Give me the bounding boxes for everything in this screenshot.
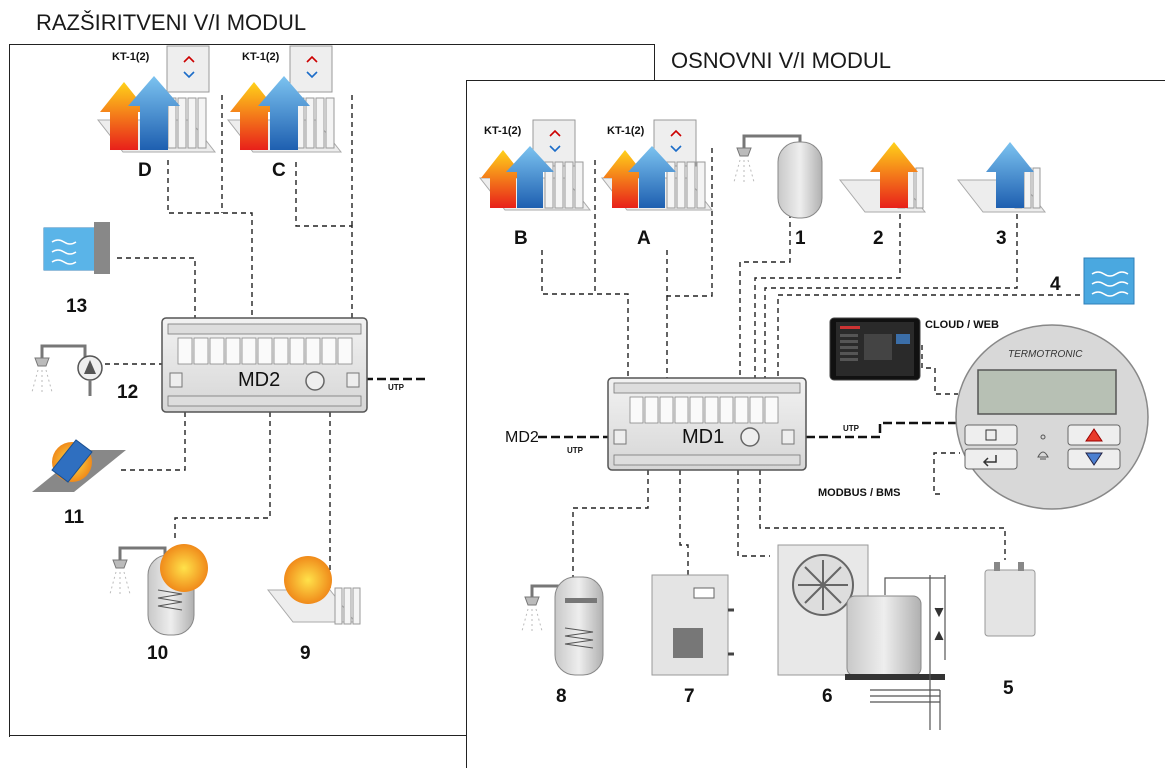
termotronic-brand: TERMOTRONIC xyxy=(1008,349,1083,360)
zone-label-c: C xyxy=(272,160,286,181)
utp-label-md1-right: UTP xyxy=(843,424,859,433)
item-label-12: 12 xyxy=(117,382,139,403)
utp-label-md1-left: UTP xyxy=(567,446,583,455)
extended-module-frame-bottom xyxy=(9,735,467,736)
cloud-web-label: CLOUD / WEB xyxy=(925,319,999,331)
item-label-3: 3 xyxy=(996,228,1007,249)
item-label-13: 13 xyxy=(66,296,88,317)
extended-module-title: RAZŠIRITVENI V/I MODUL xyxy=(36,10,307,35)
md1-controller xyxy=(607,377,807,471)
termotronic-panel-shape xyxy=(955,324,1149,510)
basic-module-frame xyxy=(466,80,1165,768)
thermostat-label-a: KT-1(2) xyxy=(607,125,645,137)
extended-module-frame-rightside xyxy=(654,44,655,80)
basic-module-title: OSNOVNI V/I MODUL xyxy=(671,48,892,73)
md2-label: MD2 xyxy=(238,369,281,391)
item-label-6: 6 xyxy=(822,686,833,707)
item-label-2: 2 xyxy=(873,228,884,249)
zone-label-d: D xyxy=(138,160,152,181)
item-label-9: 9 xyxy=(300,643,311,664)
zone-label-a: A xyxy=(637,228,651,249)
item-label-11: 11 xyxy=(64,507,85,528)
item-label-1: 1 xyxy=(795,228,806,249)
thermostat-label-c: KT-1(2) xyxy=(242,51,280,63)
item-label-10: 10 xyxy=(147,643,169,664)
modbus-bms-label: MODBUS / BMS xyxy=(818,487,901,499)
zone-label-b: B xyxy=(514,228,528,249)
thermostat-label-d: KT-1(2) xyxy=(112,51,150,63)
md2-controller xyxy=(161,317,368,413)
utp-label-md2: UTP xyxy=(388,383,404,392)
item-label-5: 5 xyxy=(1003,678,1014,699)
md1-label: MD1 xyxy=(682,426,725,448)
md2-ref-label: MD2 xyxy=(505,429,539,446)
item-label-7: 7 xyxy=(684,686,695,707)
extended-module-frame-right xyxy=(467,44,654,45)
thermostat-label-b: KT-1(2) xyxy=(484,125,522,137)
item-label-8: 8 xyxy=(556,686,567,707)
extended-module-frame xyxy=(9,44,655,737)
item-label-4: 4 xyxy=(1050,274,1061,295)
